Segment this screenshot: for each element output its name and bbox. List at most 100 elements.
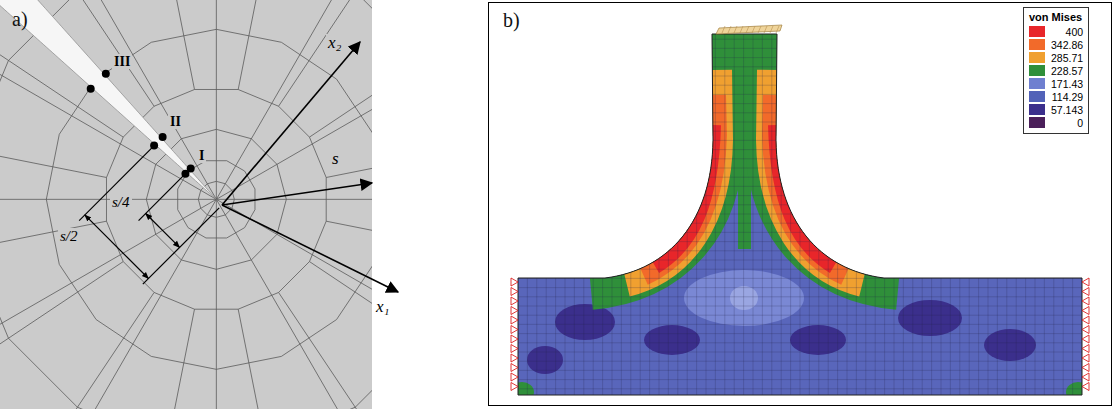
mesh-line bbox=[510, 103, 1090, 104]
mesh-line bbox=[510, 30, 1090, 31]
legend-value: 285.71 bbox=[1051, 52, 1083, 64]
support-symbol bbox=[511, 278, 518, 286]
support-symbol bbox=[1082, 364, 1089, 372]
dimension-label: s/4 bbox=[110, 194, 132, 211]
mesh-spoke bbox=[0, 208, 201, 379]
support-symbol bbox=[1082, 383, 1089, 391]
legend-value: 171.43 bbox=[1051, 78, 1083, 90]
axis-arrow bbox=[222, 42, 360, 205]
axis-arrow bbox=[222, 205, 398, 292]
mesh-spoke bbox=[0, 221, 106, 269]
stress-band bbox=[776, 95, 847, 272]
mesh-spoke bbox=[201, 199, 217, 208]
crack-point bbox=[87, 85, 95, 93]
support-symbol bbox=[511, 345, 518, 353]
contour-ground bbox=[510, 20, 1090, 400]
panel: a) bbox=[0, 0, 372, 409]
legend-title: von Mises bbox=[1029, 11, 1083, 23]
legend-box: von Mises400342.86285.71228.57171.43114.… bbox=[1023, 7, 1089, 134]
mesh-spoke bbox=[225, 215, 372, 409]
mesh-line bbox=[510, 333, 1090, 334]
support-symbol bbox=[1082, 345, 1089, 353]
fe-mesh bbox=[510, 20, 1090, 400]
panel-a-illustration bbox=[0, 0, 372, 409]
dimension-label: s/2 bbox=[58, 228, 80, 245]
mesh-line bbox=[510, 204, 1090, 205]
mesh-spoke bbox=[216, 0, 217, 181]
support-symbol bbox=[511, 373, 518, 381]
stress-band bbox=[776, 70, 864, 277]
mesh-line bbox=[510, 57, 1090, 58]
support-symbol bbox=[1082, 297, 1089, 305]
mesh-line bbox=[510, 48, 1090, 49]
mesh-ring bbox=[0, 0, 372, 409]
mesh-line bbox=[510, 296, 1090, 297]
axes bbox=[222, 42, 398, 292]
mesh-line bbox=[510, 112, 1090, 113]
mesh-line bbox=[510, 214, 1090, 215]
support-symbol bbox=[511, 297, 518, 305]
support-symbol bbox=[511, 354, 518, 362]
legend-swatch bbox=[1029, 104, 1045, 115]
support-symbol bbox=[1082, 373, 1089, 381]
legend-swatch bbox=[1029, 26, 1045, 37]
mesh-line bbox=[510, 39, 1090, 40]
legend-entry: 0 bbox=[1029, 116, 1083, 129]
support-symbol bbox=[1082, 354, 1089, 362]
legend-entry: 114.29 bbox=[1029, 90, 1083, 103]
point-label: III bbox=[112, 54, 132, 69]
support-symbol bbox=[1082, 335, 1089, 343]
legend-swatch bbox=[1029, 39, 1045, 50]
mesh-spoke bbox=[326, 129, 372, 177]
support-symbol bbox=[511, 383, 518, 391]
panel: b)von Mises400342.86285.71228.57171.4311… bbox=[488, 2, 1112, 406]
dimension-line bbox=[85, 215, 149, 279]
supports bbox=[511, 278, 1089, 391]
crack-point bbox=[159, 133, 167, 141]
mesh-spoke bbox=[238, 309, 286, 409]
legend-value: 114.29 bbox=[1051, 91, 1083, 103]
legend-swatch bbox=[1029, 91, 1045, 102]
contour-region bbox=[644, 325, 700, 355]
dimension-line bbox=[146, 213, 180, 247]
load-plate bbox=[716, 25, 782, 34]
mesh-spoke bbox=[36, 215, 207, 409]
mesh-line bbox=[510, 149, 1090, 150]
mesh-spoke bbox=[309, 0, 372, 137]
mesh-line bbox=[510, 361, 1090, 362]
legend-swatch bbox=[1029, 117, 1045, 128]
contour-region bbox=[1066, 382, 1090, 402]
mesh-line bbox=[510, 398, 1090, 399]
mesh-ring bbox=[0, 0, 372, 409]
mesh-spoke bbox=[216, 217, 217, 409]
support-symbol bbox=[1082, 326, 1089, 334]
stress-band bbox=[642, 95, 713, 272]
mesh-line bbox=[510, 177, 1090, 178]
crack-point bbox=[102, 70, 110, 78]
mesh-line bbox=[510, 370, 1090, 371]
support-symbol bbox=[511, 326, 518, 334]
axis-label: x₂ bbox=[326, 34, 343, 53]
mesh-spoke bbox=[146, 309, 194, 409]
extension-line bbox=[143, 208, 219, 284]
mesh-spoke bbox=[279, 292, 372, 409]
mesh-spoke bbox=[0, 129, 106, 177]
mesh-line bbox=[510, 250, 1090, 251]
mesh-spoke bbox=[232, 19, 372, 190]
contour-region bbox=[898, 300, 962, 336]
mesh-line bbox=[510, 315, 1090, 316]
mesh-line bbox=[510, 342, 1090, 343]
contour-region bbox=[527, 346, 563, 374]
mesh-line bbox=[510, 94, 1090, 95]
mesh-spoke bbox=[216, 199, 234, 200]
mesh bbox=[0, 0, 372, 409]
stress-band bbox=[776, 34, 899, 279]
mesh-line bbox=[510, 223, 1090, 224]
panel-b-illustration bbox=[510, 20, 1090, 402]
t-joint-outline bbox=[518, 34, 1082, 395]
mesh-line bbox=[510, 158, 1090, 159]
mesh-spoke bbox=[216, 181, 217, 199]
stress-band bbox=[625, 70, 713, 277]
support-symbol bbox=[511, 335, 518, 343]
mesh-line bbox=[510, 232, 1090, 233]
